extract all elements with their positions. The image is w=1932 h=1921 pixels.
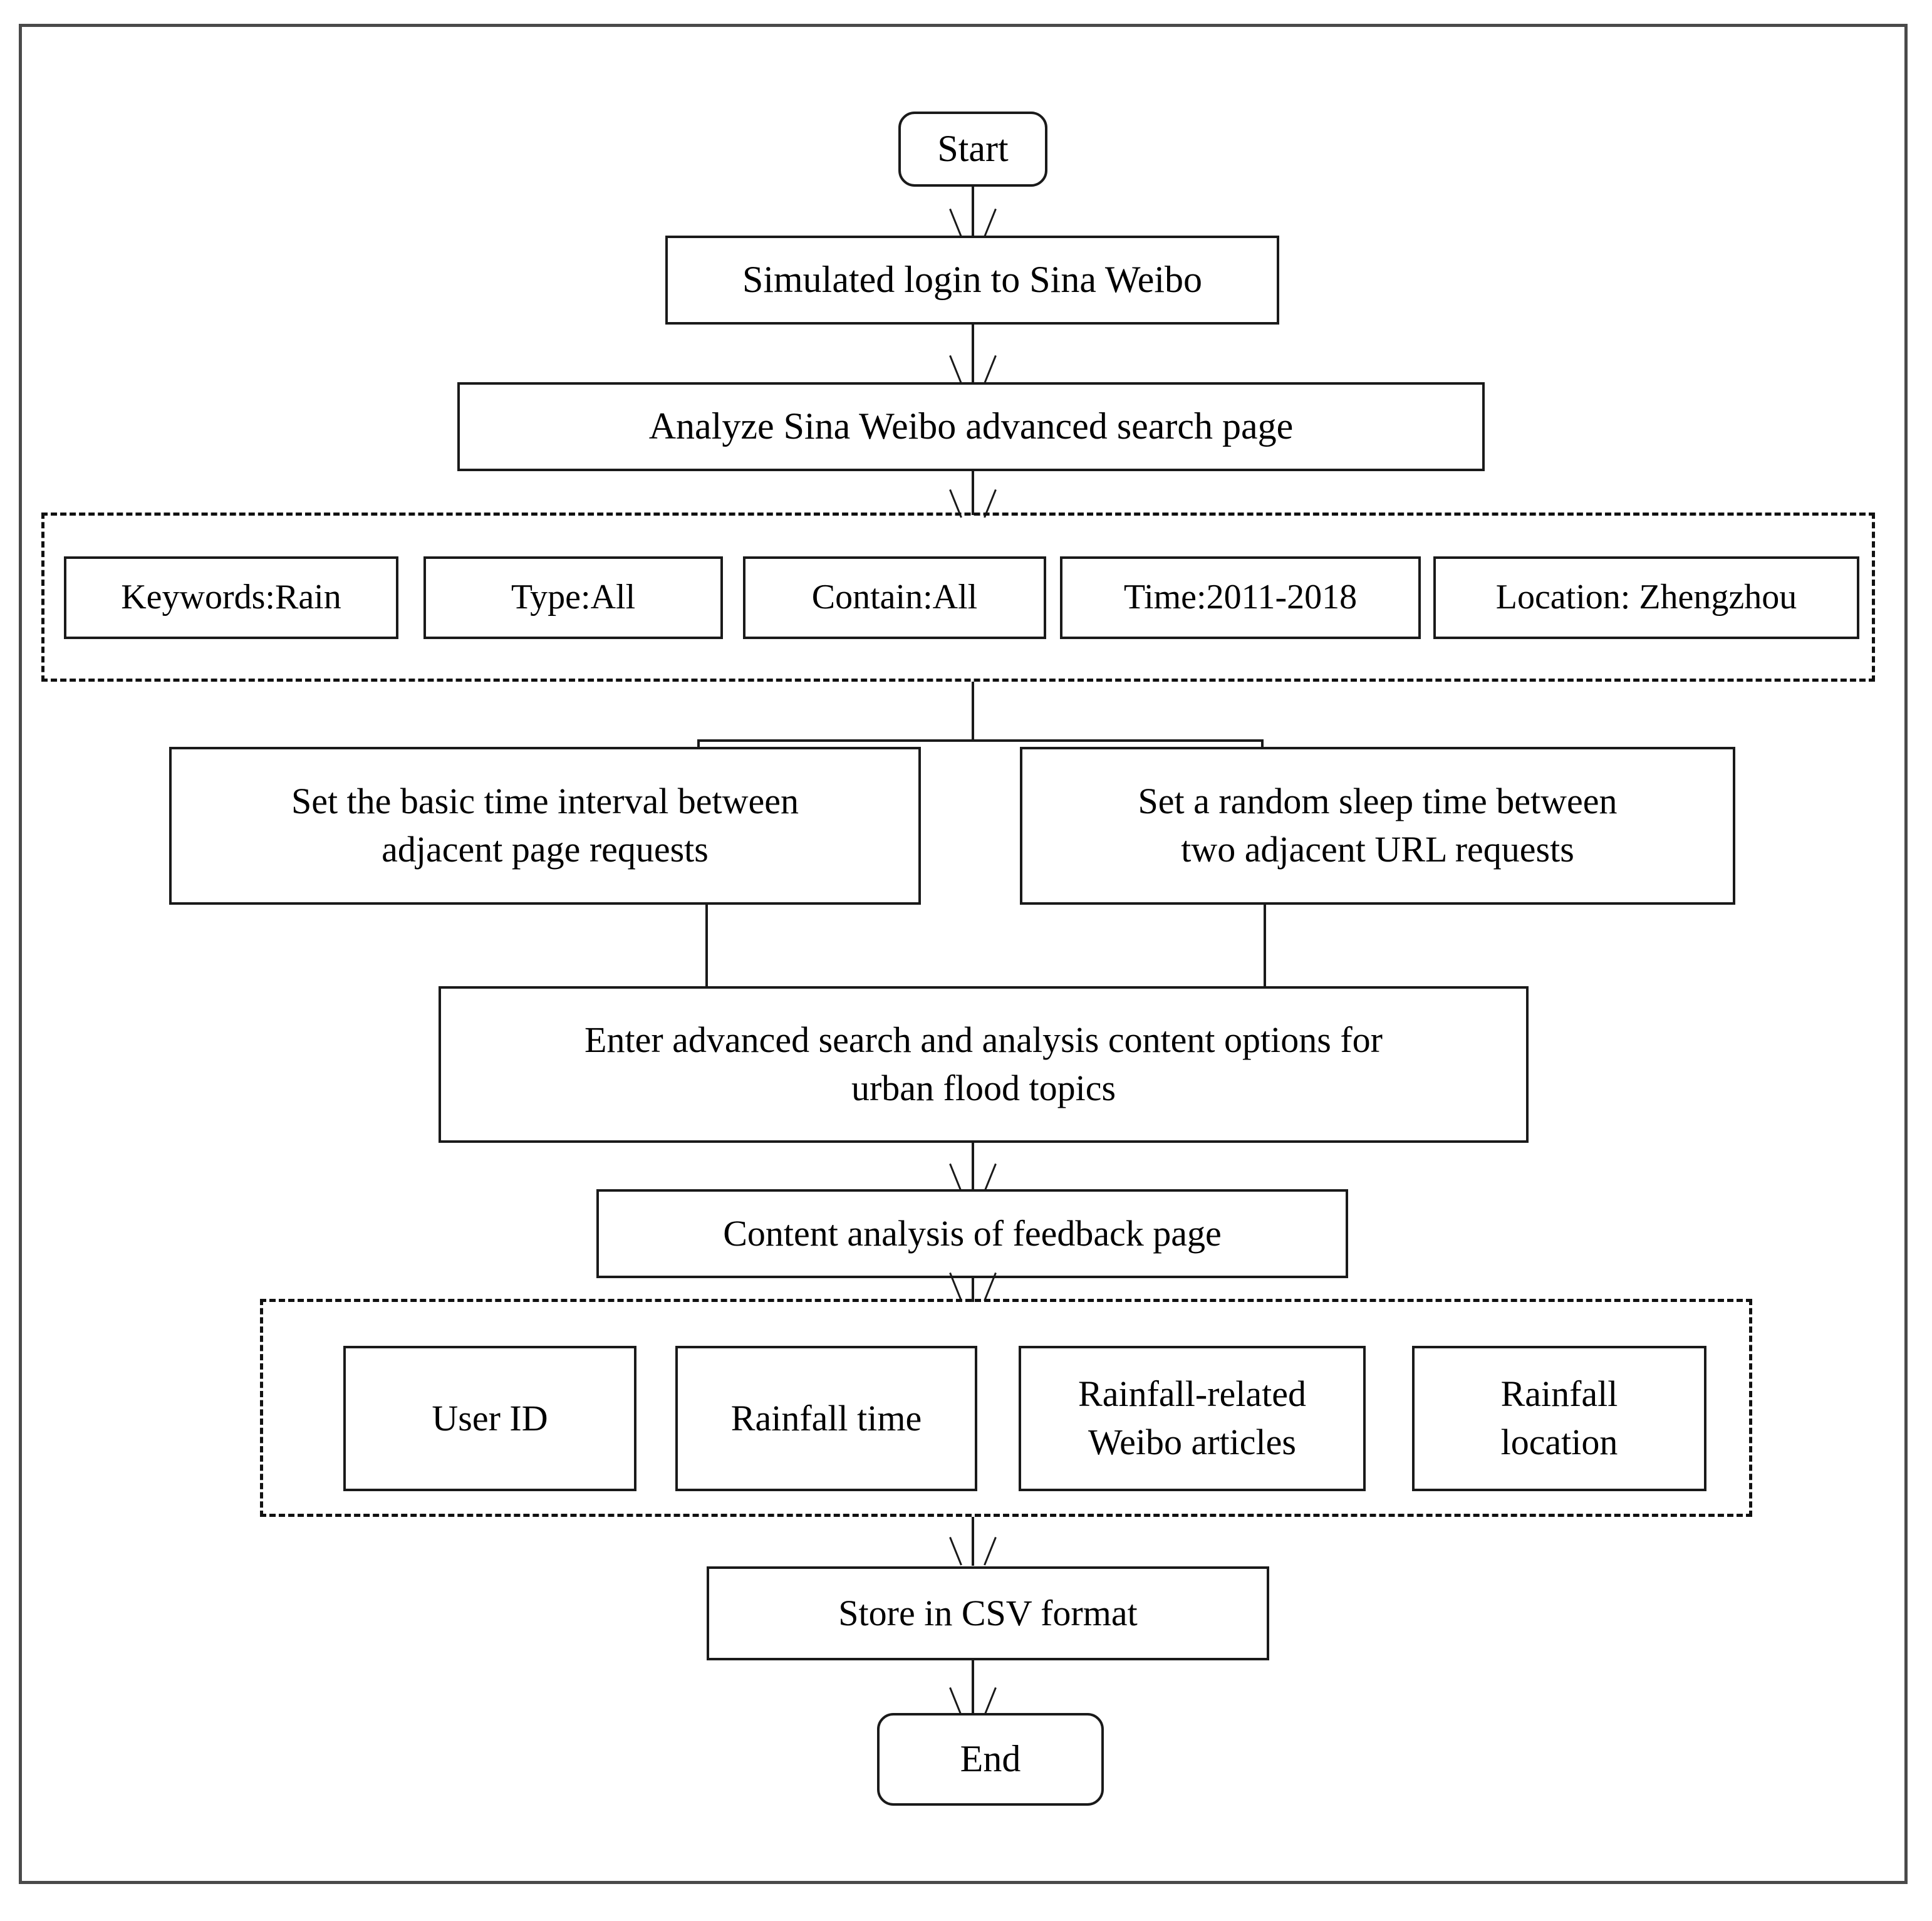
arrowhead-feedback-to-fields bbox=[959, 1271, 987, 1299]
extracted-fields-group bbox=[260, 1299, 1752, 1517]
node-set-random-sleep-line1: Set a random sleep time between bbox=[1138, 781, 1618, 822]
arrowhead-store-to-end bbox=[959, 1685, 987, 1714]
node-enter-advanced-search[interactable]: Enter advanced search and analysis conte… bbox=[439, 986, 1529, 1143]
param-keywords-label: Keywords:Rain bbox=[121, 578, 341, 617]
node-set-random-sleep-line2: two adjacent URL requests bbox=[1181, 829, 1574, 870]
node-enter-advanced-search-label: Enter advanced search and analysis conte… bbox=[447, 1016, 1520, 1112]
param-keywords[interactable]: Keywords:Rain bbox=[64, 556, 398, 639]
param-contain[interactable]: Contain:All bbox=[743, 556, 1046, 639]
search-parameters-group bbox=[41, 513, 1875, 682]
field-user-id[interactable]: User ID bbox=[343, 1346, 636, 1491]
arrowhead-fields-to-store bbox=[959, 1535, 987, 1564]
node-set-time-interval-label: Set the basic time interval between adja… bbox=[178, 778, 912, 873]
field-rainfall-location-line1: Rainfall bbox=[1500, 1373, 1618, 1415]
node-start-label: Start bbox=[937, 128, 1009, 170]
field-rainfall-location[interactable]: Rainfall location bbox=[1412, 1346, 1706, 1491]
connector-params-down-stem bbox=[972, 682, 974, 741]
node-store-csv-label: Store in CSV format bbox=[838, 1592, 1138, 1633]
node-simulated-login-label: Simulated login to Sina Weibo bbox=[742, 259, 1203, 301]
node-content-analysis-feedback-label: Content analysis of feedback page bbox=[723, 1212, 1222, 1254]
field-rainfall-time[interactable]: Rainfall time bbox=[675, 1346, 977, 1491]
arrowhead-login-to-analyze bbox=[959, 353, 987, 382]
arrowhead-enter-search-to-feedback bbox=[959, 1162, 987, 1190]
node-set-random-sleep-label: Set a random sleep time between two adja… bbox=[1029, 778, 1727, 873]
node-set-time-interval-line2: adjacent page requests bbox=[382, 829, 709, 870]
param-type-label: Type:All bbox=[511, 578, 636, 617]
node-set-random-sleep[interactable]: Set a random sleep time between two adja… bbox=[1020, 747, 1735, 905]
field-rainfall-weibo-articles-label: Rainfall-related Weibo articles bbox=[1027, 1370, 1357, 1466]
node-enter-advanced-search-line2: urban flood topics bbox=[851, 1068, 1116, 1108]
field-rainfall-weibo-articles-line2: Weibo articles bbox=[1088, 1422, 1296, 1462]
field-rainfall-location-line2: location bbox=[1500, 1422, 1618, 1462]
node-end[interactable]: End bbox=[877, 1713, 1104, 1806]
field-rainfall-location-label: Rainfall location bbox=[1421, 1370, 1698, 1466]
node-analyze-search-page[interactable]: Analyze Sina Weibo advanced search page bbox=[457, 382, 1485, 471]
arrowhead-start-to-login bbox=[959, 207, 987, 236]
param-contain-label: Contain:All bbox=[811, 578, 978, 617]
param-location[interactable]: Location: Zhengzhou bbox=[1433, 556, 1859, 639]
field-rainfall-weibo-articles-line1: Rainfall-related bbox=[1078, 1373, 1306, 1415]
node-simulated-login[interactable]: Simulated login to Sina Weibo bbox=[665, 236, 1279, 325]
field-rainfall-time-label: Rainfall time bbox=[730, 1397, 922, 1439]
param-type[interactable]: Type:All bbox=[423, 556, 723, 639]
node-start[interactable]: Start bbox=[898, 112, 1047, 187]
node-set-time-interval-line1: Set the basic time interval between bbox=[291, 781, 799, 822]
node-end-label: End bbox=[960, 1738, 1021, 1780]
connector-split-bar bbox=[697, 739, 1264, 742]
node-enter-advanced-search-line1: Enter advanced search and analysis conte… bbox=[584, 1019, 1383, 1061]
node-set-time-interval[interactable]: Set the basic time interval between adja… bbox=[169, 747, 921, 905]
param-location-label: Location: Zhengzhou bbox=[1495, 578, 1797, 617]
connector-merge-left-riser bbox=[705, 905, 708, 996]
field-user-id-label: User ID bbox=[432, 1397, 548, 1439]
node-analyze-search-page-label: Analyze Sina Weibo advanced search page bbox=[648, 405, 1294, 447]
node-store-csv[interactable]: Store in CSV format bbox=[707, 1566, 1269, 1660]
field-rainfall-weibo-articles[interactable]: Rainfall-related Weibo articles bbox=[1019, 1346, 1366, 1491]
param-time-label: Time:2011-2018 bbox=[1123, 578, 1358, 617]
node-content-analysis-feedback[interactable]: Content analysis of feedback page bbox=[596, 1189, 1348, 1278]
connector-merge-right-riser bbox=[1264, 905, 1266, 996]
param-time[interactable]: Time:2011-2018 bbox=[1060, 556, 1421, 639]
